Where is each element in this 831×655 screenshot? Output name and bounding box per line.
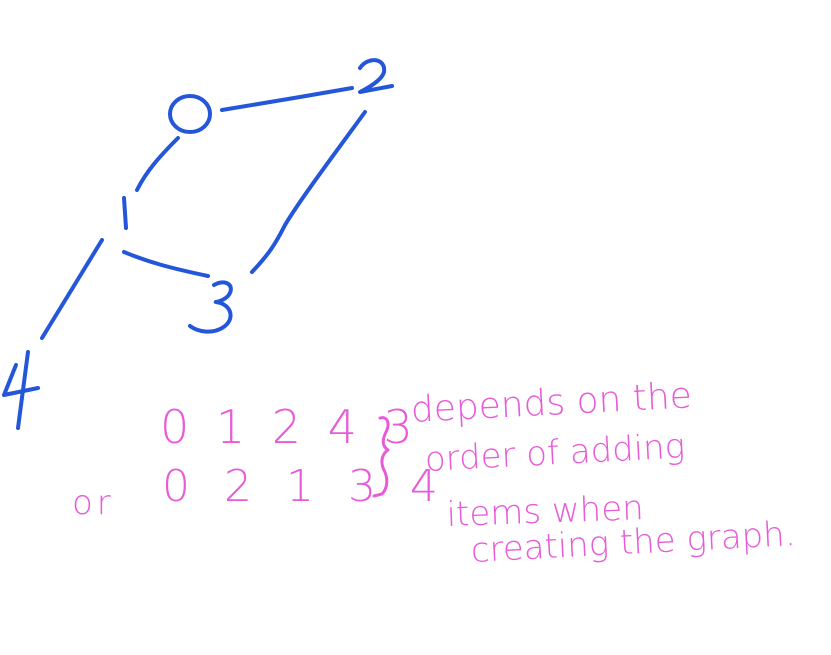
edge-2-3: [250, 110, 367, 274]
node-1-stroke: [122, 196, 128, 230]
curly-brace-icon: [372, 416, 390, 498]
edge-0-1: [135, 136, 180, 192]
node-1-label: 1: [112, 179, 148, 244]
or-label: or: [72, 483, 115, 523]
node-3-label: 3: [196, 281, 232, 346]
node-0-label: 0: [170, 80, 206, 145]
node-4-label: 4: [0, 369, 36, 434]
node-2-glyph: [358, 58, 394, 94]
node-2-label: 2: [355, 44, 391, 109]
node-0-circle: [168, 94, 212, 134]
edge-0-2: [220, 86, 354, 112]
node-3-glyph: [188, 280, 233, 334]
node-4-glyph: [2, 350, 40, 430]
edge-1-4: [40, 238, 104, 340]
edge-1-3: [122, 250, 210, 278]
traversal-order-1: 0 1 2 4 3: [160, 400, 419, 454]
traversal-order-2: 0 2 1 3 4: [162, 461, 448, 512]
